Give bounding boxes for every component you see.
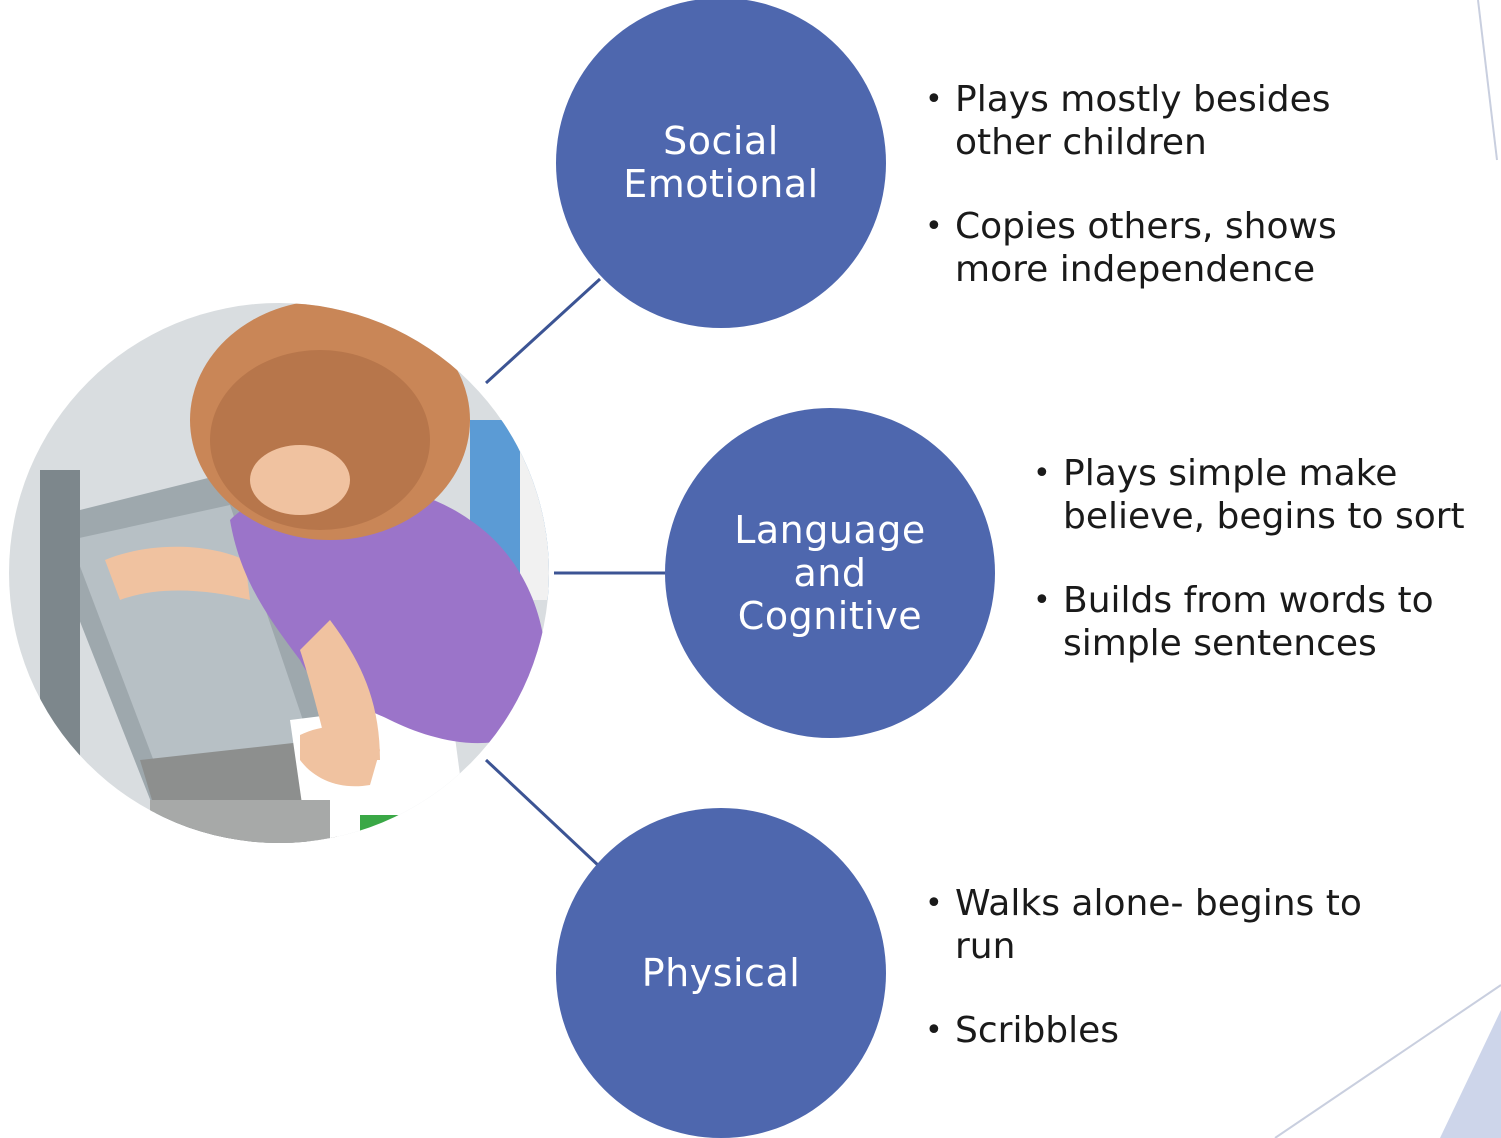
hub-label-line: Social (663, 119, 779, 163)
bullets-language-cognitive: Plays simple make believe, begins to sor… (1033, 452, 1501, 665)
hub-label-line: Physical (641, 950, 801, 995)
hub-label-line: Cognitive (737, 593, 923, 638)
hub-language-cognitive: Language and Cognitive (665, 408, 995, 738)
bullet-item: Copies others, shows more independence (925, 205, 1375, 291)
hub-label-line: and (793, 550, 867, 595)
bullet-item: Plays mostly besides other children (925, 78, 1375, 164)
hub-label-physical: Physical (641, 950, 801, 995)
bullet-item: Walks alone- begins to run (925, 882, 1395, 968)
bullet-item: Builds from words to simple sentences (1033, 579, 1501, 665)
connector-physical (484, 758, 602, 869)
bullets-physical: Walks alone- begins to run Scribbles (925, 882, 1395, 1052)
connector-social (484, 277, 602, 385)
corner-accent-shape (1440, 1010, 1501, 1138)
child-photo (9, 303, 549, 843)
hub-social-emotional: Social Emotional (556, 0, 886, 328)
hub-label-language-cognitive: Language and Cognitive (734, 507, 926, 638)
hub-physical: Physical (556, 808, 886, 1138)
hub-label-line: Emotional (623, 162, 819, 206)
hub-label-line: Language (734, 507, 926, 552)
corner-line-bottom (1274, 984, 1501, 1138)
corner-line-top (1477, 0, 1498, 161)
bullet-item: Scribbles (925, 1009, 1395, 1052)
bullet-item: Plays simple make believe, begins to sor… (1033, 452, 1501, 538)
bullets-social-emotional: Plays mostly besides other children Copi… (925, 78, 1375, 291)
hub-label-social-emotional: Social Emotional (623, 120, 818, 206)
